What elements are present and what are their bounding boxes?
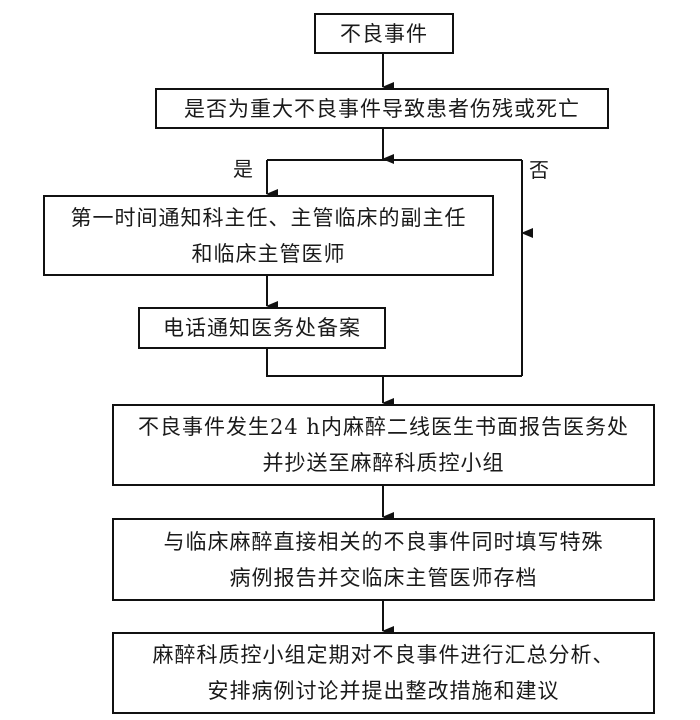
node-text-line-1: 不良事件发生24 h内麻醉二线医生书面报告医务处 <box>138 415 629 439</box>
node-notify-leaders: 第一时间通知科主任、主管临床的副主任 和临床主管医师 <box>43 195 494 276</box>
node-text-line-2: 和临床主管医师 <box>191 241 346 266</box>
node-text: 不良事件 <box>340 21 428 46</box>
node-text: 电话通知医务处备案 <box>163 316 361 340</box>
node-qc-analysis: 麻醉科质控小组定期对不良事件进行汇总分析、 安排病例讨论并提出整改措施和建议 <box>112 632 655 714</box>
branch-label-yes: 是 <box>233 157 253 181</box>
branch-label-no: 否 <box>529 158 549 182</box>
node-text-line-2: 安排病例讨论并提出整改措施和建议 <box>207 679 560 703</box>
node-special-case-report: 与临床麻醉直接相关的不良事件同时填写特殊 病例报告并交临床主管医师存档 <box>112 518 655 601</box>
node-decision: 是否为重大不良事件导致患者伤残或死亡 <box>155 88 609 129</box>
node-text: 是否为重大不良事件导致患者伤残或死亡 <box>184 96 580 121</box>
node-start: 不良事件 <box>314 13 454 54</box>
node-text-line-1: 麻醉科质控小组定期对不良事件进行汇总分析、 <box>152 643 615 667</box>
node-written-report: 不良事件发生24 h内麻醉二线医生书面报告医务处 并抄送至麻醉科质控小组 <box>112 404 655 486</box>
node-text-line-1: 与临床麻醉直接相关的不良事件同时填写特殊 <box>163 529 604 554</box>
node-text-line-1: 第一时间通知科主任、主管临床的副主任 <box>70 205 467 230</box>
edge-merge <box>266 349 522 377</box>
node-text-line-2: 并抄送至麻醉科质控小组 <box>262 451 505 475</box>
node-text-line-2: 病例报告并交临床主管医师存档 <box>229 565 538 590</box>
node-phone-medical-office: 电话通知医务处备案 <box>138 307 386 349</box>
